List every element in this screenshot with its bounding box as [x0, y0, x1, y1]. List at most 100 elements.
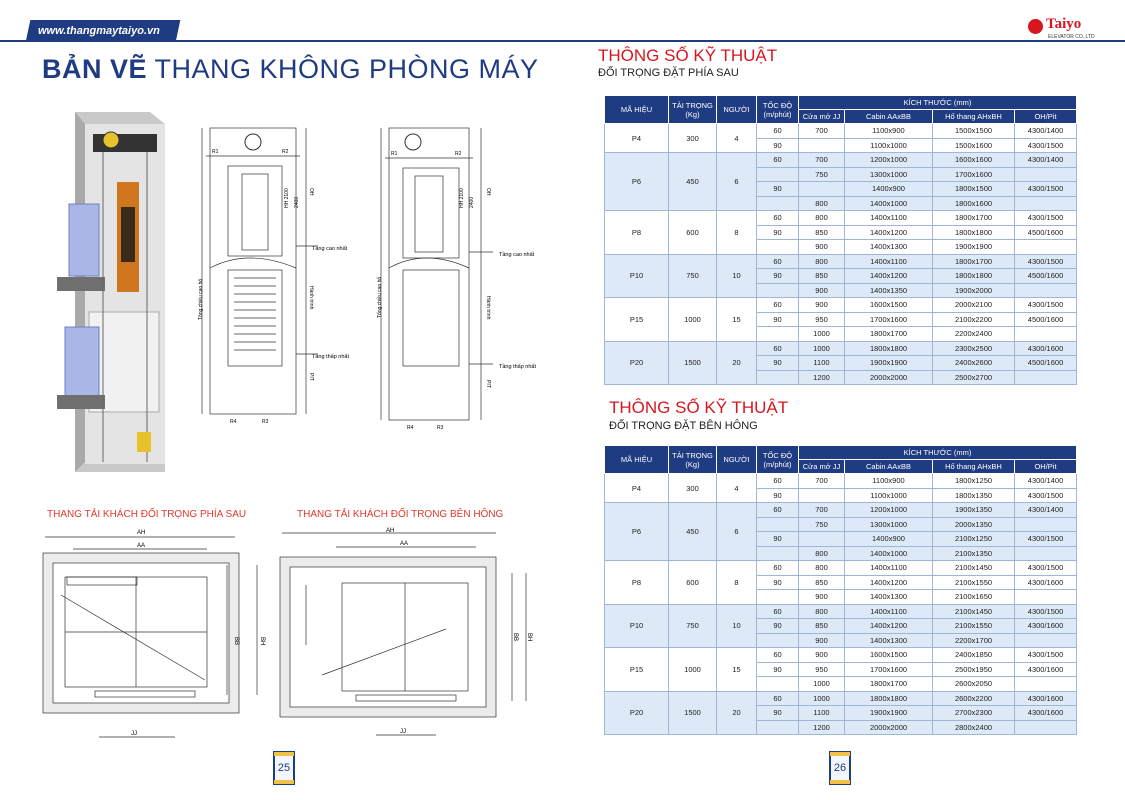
- speed-cell: [756, 632, 799, 648]
- door-cell: 700: [798, 502, 845, 518]
- oh-label: OH: [308, 188, 314, 196]
- cabin-cell: 1400x1100: [844, 210, 933, 226]
- load-cell: 750: [668, 253, 717, 298]
- oh-pit-cell: [1013, 166, 1078, 182]
- cabin-cell: 1400x1100: [844, 560, 933, 576]
- door-cell: 900: [798, 239, 845, 255]
- ah-label: AH: [137, 530, 145, 536]
- shaft-cell: 2200x2400: [932, 326, 1015, 342]
- oh-label-2: OH: [485, 188, 491, 196]
- door-cell: 800: [798, 545, 845, 561]
- door-cell: 800: [798, 603, 845, 619]
- speed-cell: 90: [756, 311, 799, 327]
- load-cell: 1500: [668, 690, 717, 735]
- shaft-cell: 2100x1450: [932, 603, 1015, 619]
- header-cabin: Cabin AAxBB: [844, 459, 933, 474]
- elevation-drawing-rear: Tầng cao nhất Tầng thấp nhất Tổng chiều …: [198, 127, 349, 425]
- door-cell: 700: [798, 123, 845, 139]
- r3-label-2: R3: [437, 425, 444, 431]
- oh-pit-cell: 4300/1600: [1013, 618, 1078, 634]
- door-cell: 800: [798, 253, 845, 269]
- door-cell: 1000: [798, 340, 845, 356]
- shaft-cell: 2100x1550: [932, 574, 1015, 590]
- header-shaft: Hố thang AHxBH: [932, 459, 1015, 474]
- cabin-cell: 1100x1000: [844, 487, 933, 503]
- oh-pit-cell: [1013, 369, 1078, 385]
- cabin-cell: 1200x1000: [844, 502, 933, 518]
- r2-label: R2: [282, 149, 289, 155]
- shaft-cell: 2600x2050: [932, 676, 1015, 692]
- door-cell: 750: [798, 516, 845, 532]
- shaft-cell: 1800x1700: [932, 253, 1015, 269]
- website-url[interactable]: www.thangmaytaiyo.vn: [38, 25, 160, 37]
- header-speed: TỐC ĐỘ(m/phút): [756, 95, 799, 124]
- header-load: TẢI TRỌNG(Kg): [668, 95, 717, 124]
- cabin-cell: 1900x1900: [844, 705, 933, 721]
- cabin-cell: 1600x1500: [844, 297, 933, 313]
- speed-cell: [756, 719, 799, 735]
- page-title-bold: BẢN VẼ: [42, 54, 148, 84]
- door-cell: 900: [798, 589, 845, 605]
- speed-cell: 60: [756, 473, 799, 489]
- aa-label-2: AA: [400, 541, 408, 547]
- shaft-cell: 1900x2000: [932, 282, 1015, 298]
- logo-subtitle: ELEVATOR CO.,LTD: [1048, 34, 1095, 40]
- shaft-cell: 2500x2700: [932, 369, 1015, 385]
- persons-cell: 8: [716, 560, 757, 605]
- speed-cell: 60: [756, 123, 799, 139]
- door-cell: 1000: [798, 326, 845, 342]
- hh-2100-label: HH 2100: [284, 188, 290, 208]
- speed-cell: 90: [756, 705, 799, 721]
- cabin-cell: 1700x1600: [844, 311, 933, 327]
- oh-pit-cell: 4500/1600: [1013, 311, 1078, 327]
- website-url-banner[interactable]: www.thangmaytaiyo.vn: [25, 20, 181, 42]
- load-cell: 300: [668, 473, 717, 503]
- model-cell: P15: [604, 297, 669, 342]
- cabin-cell: 1400x1200: [844, 618, 933, 634]
- travel-label: Hành trình: [308, 286, 314, 310]
- oh-pit-cell: [1013, 195, 1078, 211]
- table1-title: THÔNG SỐ KỸ THUẬT: [598, 46, 778, 65]
- shaft-cell: 2500x1950: [932, 661, 1015, 677]
- header-rule: [0, 40, 1125, 42]
- door-cell: 1100: [798, 355, 845, 371]
- cabin-cell: 1400x1300: [844, 589, 933, 605]
- shaft-cell: 2000x2100: [932, 297, 1015, 313]
- model-cell: P6: [604, 152, 669, 211]
- cabin-cell: 1700x1600: [844, 661, 933, 677]
- header-door: Cửa mở JJ: [798, 109, 845, 124]
- cabin-cell: 1900x1900: [844, 355, 933, 371]
- speed-cell: 60: [756, 690, 799, 706]
- shaft-cell: 2200x1700: [932, 632, 1015, 648]
- oh-pit-cell: 4300/1500: [1013, 487, 1078, 503]
- page-number-left: 25: [273, 751, 295, 785]
- bh-label: BH: [259, 637, 265, 645]
- cabin-cell: 1200x1000: [844, 152, 933, 168]
- cabin-cell: 1800x1700: [844, 326, 933, 342]
- model-cell: P15: [604, 647, 669, 692]
- dim-2400-label: 2400: [294, 197, 300, 208]
- speed-cell: 90: [756, 137, 799, 153]
- header-model: MÃ HIỆU: [604, 445, 669, 474]
- speed-cell: 90: [756, 268, 799, 284]
- shaft-cell: 2100x1350: [932, 545, 1015, 561]
- header-load-label: TẢI TRỌNG: [672, 450, 713, 460]
- cabin-cell: 1400x1200: [844, 268, 933, 284]
- cabin-cell: 1400x900: [844, 531, 933, 547]
- cabin-cell: 1400x1000: [844, 545, 933, 561]
- speed-cell: 60: [756, 502, 799, 518]
